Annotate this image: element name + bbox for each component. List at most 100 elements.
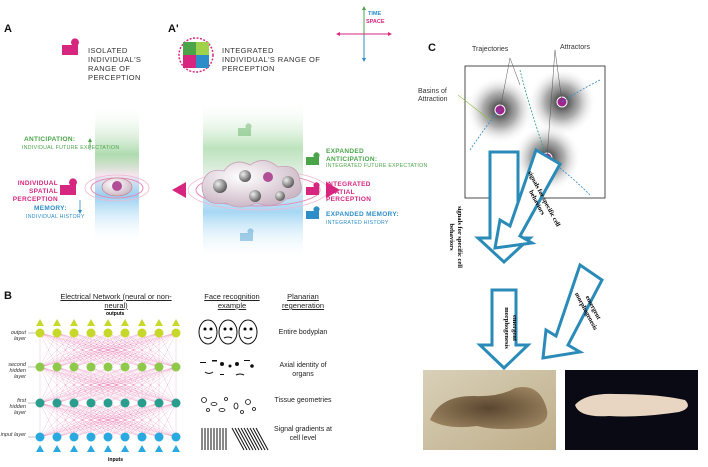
network-connection [107,332,126,368]
network-connection [56,366,177,404]
network-node [120,398,130,408]
network-connection [56,366,160,404]
attractors-label: Attractors [560,44,590,51]
network-connection [124,366,177,404]
network-connection [90,366,160,404]
network-connection [39,366,58,404]
network-connection [73,332,177,368]
network-connection [73,366,109,404]
network-connection [73,402,92,438]
network-connection [56,402,92,438]
network-connection [39,402,143,438]
network-node [103,432,113,442]
network-node [52,328,62,338]
network-connection [90,402,126,438]
network-node [86,362,96,372]
network-connection [158,332,177,368]
network-connection [107,366,143,404]
network-connection [124,402,177,438]
network-connection [73,402,126,438]
ghost-puzzle-icon [238,123,254,241]
network-connection [73,366,143,404]
planarian-photo-left [423,370,556,450]
network-connection [107,366,126,404]
network-connection [39,402,92,438]
network-connection [73,332,126,368]
network-connection [73,366,177,404]
network-node [52,362,62,372]
network-node [35,432,45,442]
network-connection [56,366,75,404]
network-connection [124,332,143,368]
network-connection [124,402,177,438]
network-connection [141,366,160,404]
network-connection [90,402,126,438]
network-connection [73,332,92,368]
network-connection [73,366,92,404]
network-connection [73,366,92,404]
panel-a-graphics [60,38,150,245]
gradient-stripe [231,427,245,451]
expanded-memory-title: EXPANDED MEMORY: [326,211,399,218]
gradient-stripe [237,427,251,451]
network-connection [124,332,177,368]
network-node [52,398,62,408]
network-connection [107,366,143,404]
network-connection [39,402,177,438]
network-connection [90,366,126,404]
network-node [137,398,147,408]
network-connection [90,332,177,368]
network-connection [39,366,177,404]
flow-arrows [474,147,604,371]
network-connection [56,402,160,438]
panel-a2-label: A' [168,23,179,35]
puzzle-green-icon [306,152,320,165]
network-connection [73,366,177,404]
network-connection [56,402,177,438]
network-connection [73,402,160,438]
network-connection [39,332,143,368]
row-label-axial: Axial identity of organs [279,362,327,378]
axial-feature-icons [200,360,254,376]
network-connection [141,332,160,368]
planarian-photo-right [565,370,698,450]
puzzle-piece-icon [60,38,79,195]
network-connection [107,366,126,404]
gradient-stripe [243,427,257,451]
network-connection [73,402,143,438]
isolated-caption: ISOLATED INDIVIDUAL'S RANGE OF PERCEPTIO… [88,46,142,82]
network-connection [39,332,92,368]
network-connection [73,402,92,438]
network-connection [56,402,126,438]
outputs-label: outputs [106,311,125,317]
arrow-left-2 [476,288,532,371]
network-connection [158,366,177,404]
network-connection [56,366,109,404]
neural-network [28,319,181,452]
network-connection [39,402,109,438]
network-connection [56,402,109,438]
network-node [171,362,181,372]
layer-label-output: output layer [10,330,26,342]
network-connection [39,332,92,368]
output-node [53,319,61,326]
network-connection [39,366,126,404]
network-connection [107,402,177,438]
network-connection [73,402,126,438]
network-connection [158,402,177,438]
network-connection [90,366,109,404]
gradient-stripe [255,427,269,451]
expanded-anticipation-sub: INTEGRATED FUTURE EXPECTATION [326,163,428,169]
input-node [104,445,112,452]
network-connection [124,402,143,438]
gradient-stripe [252,427,266,451]
network-connection [73,402,143,438]
row-label-signal: Signal gradients at cell level [274,426,332,442]
network-node [69,328,79,338]
network-connection [73,332,160,368]
network-connection [73,366,160,404]
expanded-anticipation-title: EXPANDED ANTICIPATION: [326,148,378,163]
network-connection [107,402,126,438]
network-connection [56,332,92,368]
network-connection [39,332,160,368]
